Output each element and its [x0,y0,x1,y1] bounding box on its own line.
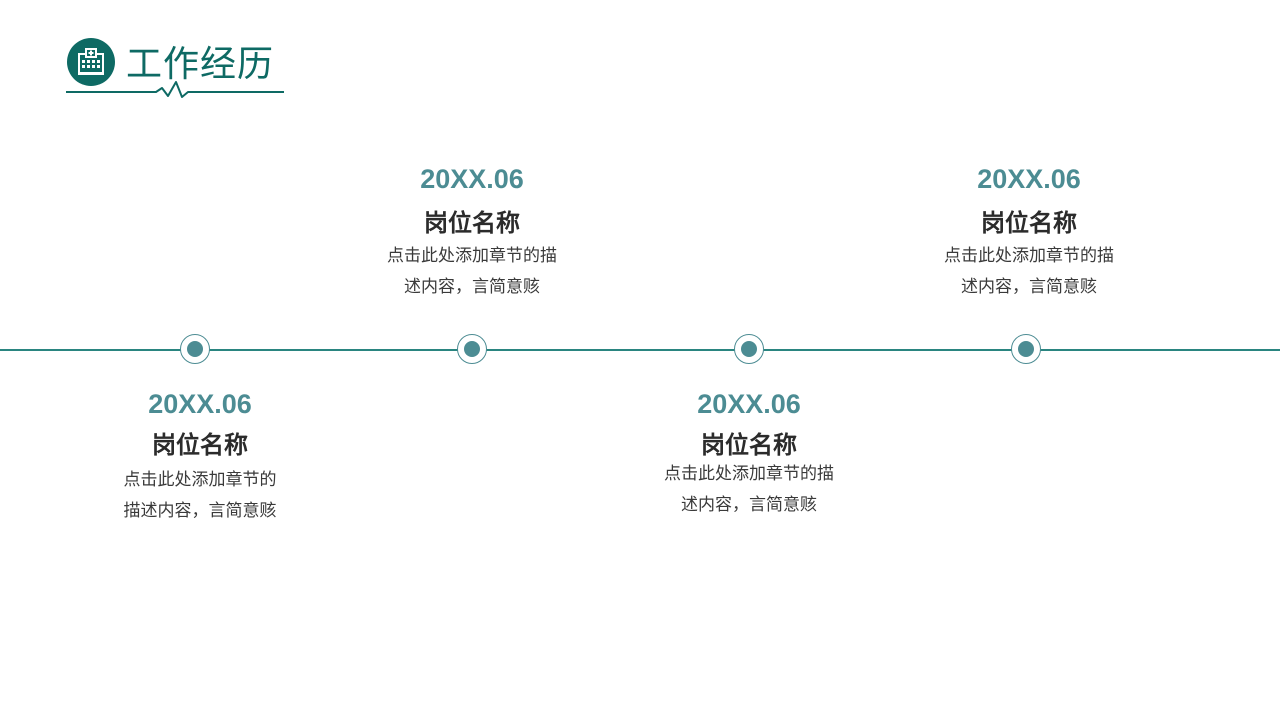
entry-description: 点击此处添加章节的描 述内容，言简意赅 [899,241,1159,303]
entry-date: 20XX.06 [148,389,252,419]
entry-title: 岗位名称 [152,431,248,459]
entry-description: 点击此处添加章节的描 述内容，言简意赅 [342,241,602,303]
timeline-entry: 20XX.06 岗位名称 点击此处添加章节的 描述内容，言简意赅 [70,388,330,527]
page-title: 工作经历 [126,44,275,85]
timeline-line [0,349,1280,351]
entry-desc-line: 述内容，言简意赅 [404,277,540,297]
timeline-node [1011,334,1041,364]
entry-date: 20XX.06 [977,164,1081,194]
entry-desc-line: 描述内容，言简意赅 [123,501,277,521]
entry-description: 点击此处添加章节的描 述内容，言简意赅 [619,459,879,521]
entry-title: 岗位名称 [981,209,1077,237]
entry-title: 岗位名称 [424,209,520,237]
entry-desc-line: 点击此处添加章节的描 [944,246,1114,266]
hospital-icon [67,38,115,86]
timeline-node [180,334,210,364]
timeline-entry: 20XX.06 岗位名称 点击此处添加章节的描 述内容，言简意赅 [619,388,879,521]
entry-desc-line: 点击此处添加章节的描 [387,246,557,266]
entry-date: 20XX.06 [420,164,524,194]
entry-desc-line: 述内容，言简意赅 [961,277,1097,297]
timeline-entry: 20XX.06 岗位名称 点击此处添加章节的描 述内容，言简意赅 [342,163,602,303]
timeline-node [457,334,487,364]
entry-description: 点击此处添加章节的 描述内容，言简意赅 [70,465,330,527]
timeline-node [734,334,764,364]
entry-desc-line: 述内容，言简意赅 [681,495,817,515]
entry-title: 岗位名称 [701,431,797,459]
entry-desc-line: 点击此处添加章节的 [123,470,277,490]
entry-date: 20XX.06 [697,389,801,419]
entry-desc-line: 点击此处添加章节的描 [664,464,834,484]
timeline-entry: 20XX.06 岗位名称 点击此处添加章节的描 述内容，言简意赅 [899,163,1159,303]
header-underline [66,81,284,98]
